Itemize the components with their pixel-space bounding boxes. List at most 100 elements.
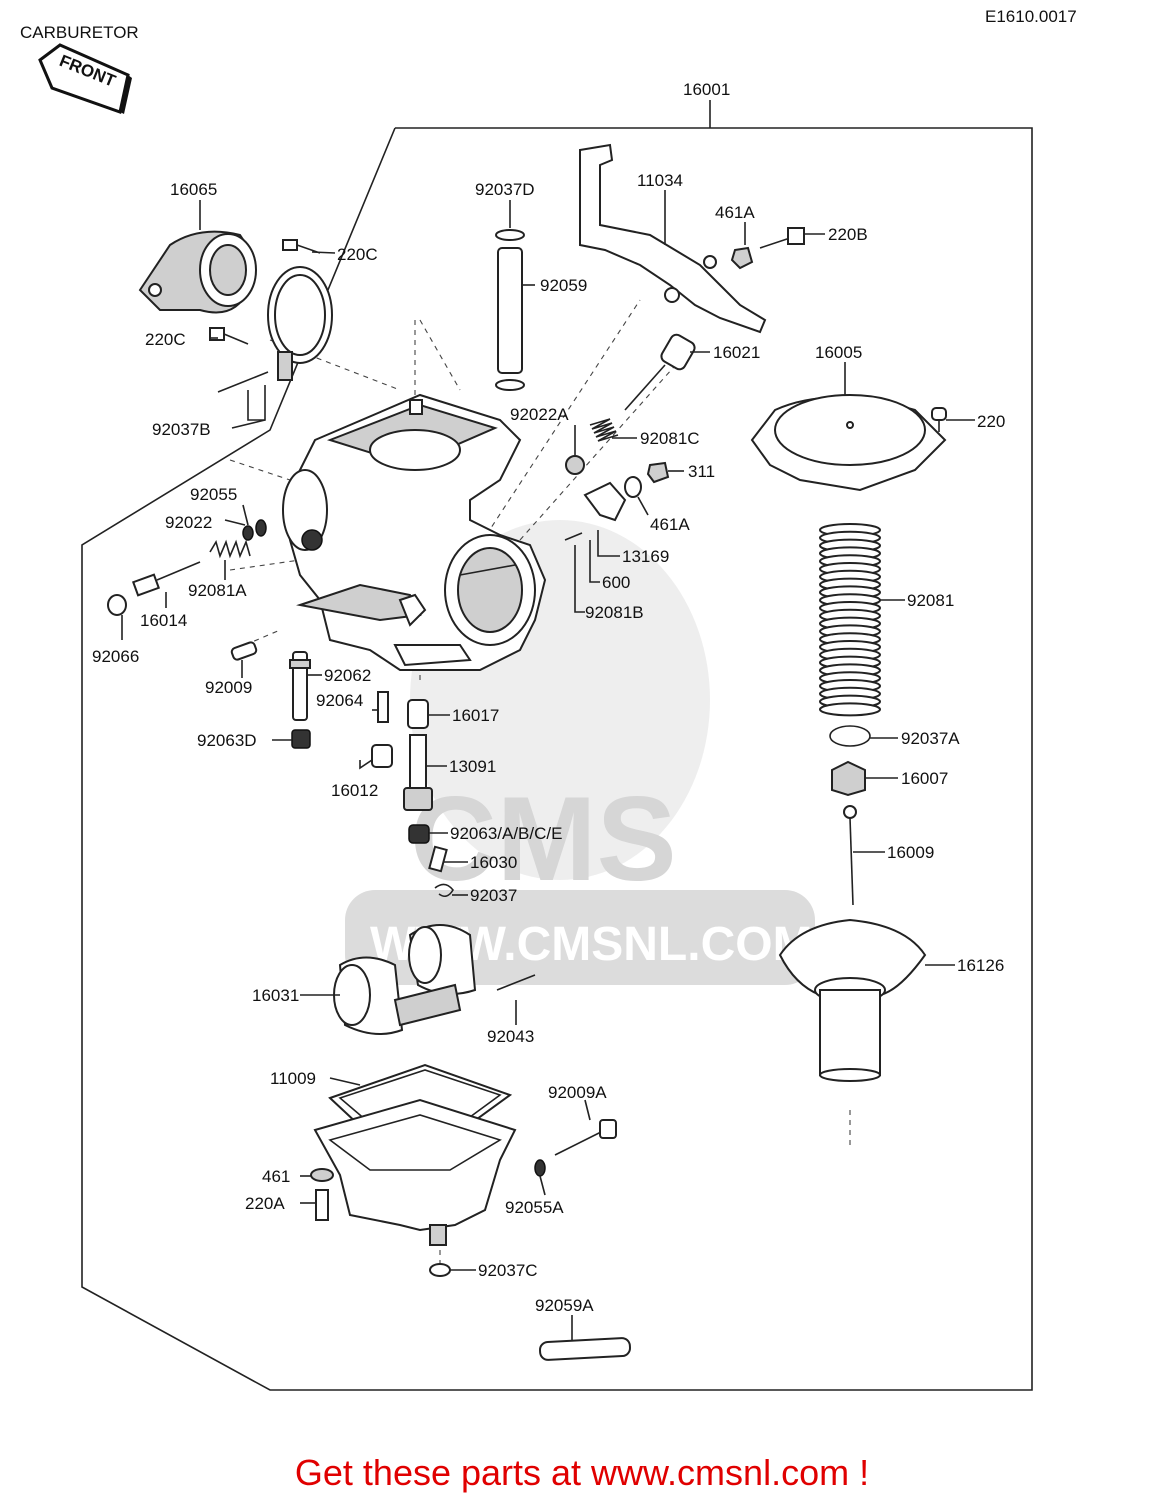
label-16126: 16126 <box>957 956 1004 975</box>
part-spring-92081C <box>589 418 619 442</box>
label-92037C: 92037C <box>478 1261 538 1280</box>
part-main-jet-92063 <box>408 824 430 844</box>
label-16001: 16001 <box>683 80 730 99</box>
label-92055A: 92055A <box>505 1198 564 1217</box>
part-bracket-11034 <box>579 143 767 334</box>
label-92063D: 92063D <box>197 731 257 750</box>
label-92066: 92066 <box>92 647 139 666</box>
diagram-title: CARBURETOR <box>20 23 139 42</box>
label-600: 600 <box>602 573 630 592</box>
part-pin-92043 <box>496 974 536 991</box>
part-cover-16005 <box>750 394 947 492</box>
label-92063ABCE: 92063/A/B/C/E <box>450 824 562 843</box>
part-clip-92037 <box>434 883 454 898</box>
get-parts-link[interactable]: Get these parts at www.cmsnl.com ! <box>294 1452 870 1493</box>
part-cap-92066 <box>107 594 127 616</box>
part-16065-holder <box>138 230 257 314</box>
label-92043: 92043 <box>487 1027 534 1046</box>
label-16031: 16031 <box>252 986 299 1005</box>
label-11034: 11034 <box>637 171 683 190</box>
part-screw-220C-lower <box>209 327 249 345</box>
label-16017: 16017 <box>452 706 499 725</box>
part-nut-311 <box>646 461 670 484</box>
label-13091: 13091 <box>449 757 496 776</box>
label-92037D: 92037D <box>475 180 535 199</box>
label-92009A: 92009A <box>548 1083 607 1102</box>
part-bolt-220A <box>315 1189 329 1221</box>
label-11009: 11009 <box>270 1069 316 1088</box>
label-92009: 92009 <box>205 678 252 697</box>
part-lever-13169 <box>583 481 627 522</box>
label-16009: 16009 <box>887 843 934 862</box>
label-92037B: 92037B <box>152 420 211 439</box>
part-screw-220C <box>282 239 321 254</box>
label-461: 461 <box>262 1167 290 1186</box>
part-screw-16021 <box>624 333 696 411</box>
label-461A-upper: 461A <box>715 203 755 222</box>
part-bolt-92037B <box>217 371 269 393</box>
label-92037: 92037 <box>470 886 517 905</box>
part-piston-16126 <box>778 918 927 1082</box>
part-screw-600 <box>564 532 583 541</box>
part-jet-16012 <box>371 744 393 768</box>
part-16001-carburetor-body <box>282 393 547 671</box>
part-washer-461A <box>624 476 642 498</box>
part-spring-92081 <box>819 523 881 717</box>
part-nut-461A <box>730 246 754 270</box>
label-220: 220 <box>977 412 1005 431</box>
label-92037A: 92037A <box>901 729 960 748</box>
part-valve-16030 <box>428 845 448 873</box>
part-bolt-220B <box>759 227 805 249</box>
label-92081C: 92081C <box>640 429 700 448</box>
part-tube-92059 <box>495 229 525 391</box>
part-oring-92022 <box>242 525 254 541</box>
part-needle-16009 <box>843 805 857 906</box>
assembly-boundary <box>81 127 1033 1391</box>
label-461A-lower: 461A <box>650 515 690 534</box>
label-92059A: 92059A <box>535 1296 594 1315</box>
part-oring-92055A <box>534 1159 546 1177</box>
label-220A: 220A <box>245 1194 285 1213</box>
reference-code: E1610.0017 <box>985 7 1077 26</box>
part-spring-92081A <box>209 539 251 559</box>
watermark-brand: CMS <box>410 772 677 906</box>
part-screw-16014 <box>131 561 201 597</box>
part-screw-220 <box>931 407 947 432</box>
part-clip-92037C <box>429 1263 451 1277</box>
label-92081: 92081 <box>907 591 954 610</box>
label-92081A: 92081A <box>188 581 247 600</box>
part-jet-92063D <box>291 729 311 749</box>
part-holder-16007 <box>831 760 866 797</box>
label-92059: 92059 <box>540 276 587 295</box>
label-13169: 13169 <box>622 547 669 566</box>
front-direction-tag: FRONT <box>38 43 132 114</box>
part-jet-92064 <box>377 691 389 723</box>
leader-lines <box>121 190 975 1340</box>
label-92055: 92055 <box>190 485 237 504</box>
label-92022: 92022 <box>165 513 212 532</box>
part-washer-92022A <box>565 455 585 475</box>
label-16007: 16007 <box>901 769 948 788</box>
label-311: 311 <box>688 462 715 481</box>
part-clip-92037A <box>829 725 871 747</box>
part-washer-92055 <box>255 519 267 537</box>
label-16005: 16005 <box>815 343 862 362</box>
label-220C-lower: 220C <box>145 330 186 349</box>
part-jet-16017 <box>407 699 429 729</box>
label-220B: 220B <box>828 225 868 244</box>
label-16014: 16014 <box>140 611 187 630</box>
part-hose-92059A <box>432 1279 632 1361</box>
label-92064: 92064 <box>316 691 363 710</box>
label-16065: 16065 <box>170 180 217 199</box>
part-screw-92009A <box>554 1119 617 1156</box>
label-92022A: 92022A <box>510 405 569 424</box>
label-16012: 16012 <box>331 781 378 800</box>
label-92062: 92062 <box>324 666 371 685</box>
label-16030: 16030 <box>470 853 517 872</box>
part-labels: 16001 16065 220C 220C 92037B 92037D 9205… <box>92 80 1005 1315</box>
spring-coil <box>819 702 881 717</box>
part-washer-461 <box>310 1168 334 1182</box>
part-needle-jet-13091 <box>403 734 433 811</box>
label-92081B: 92081B <box>585 603 644 622</box>
